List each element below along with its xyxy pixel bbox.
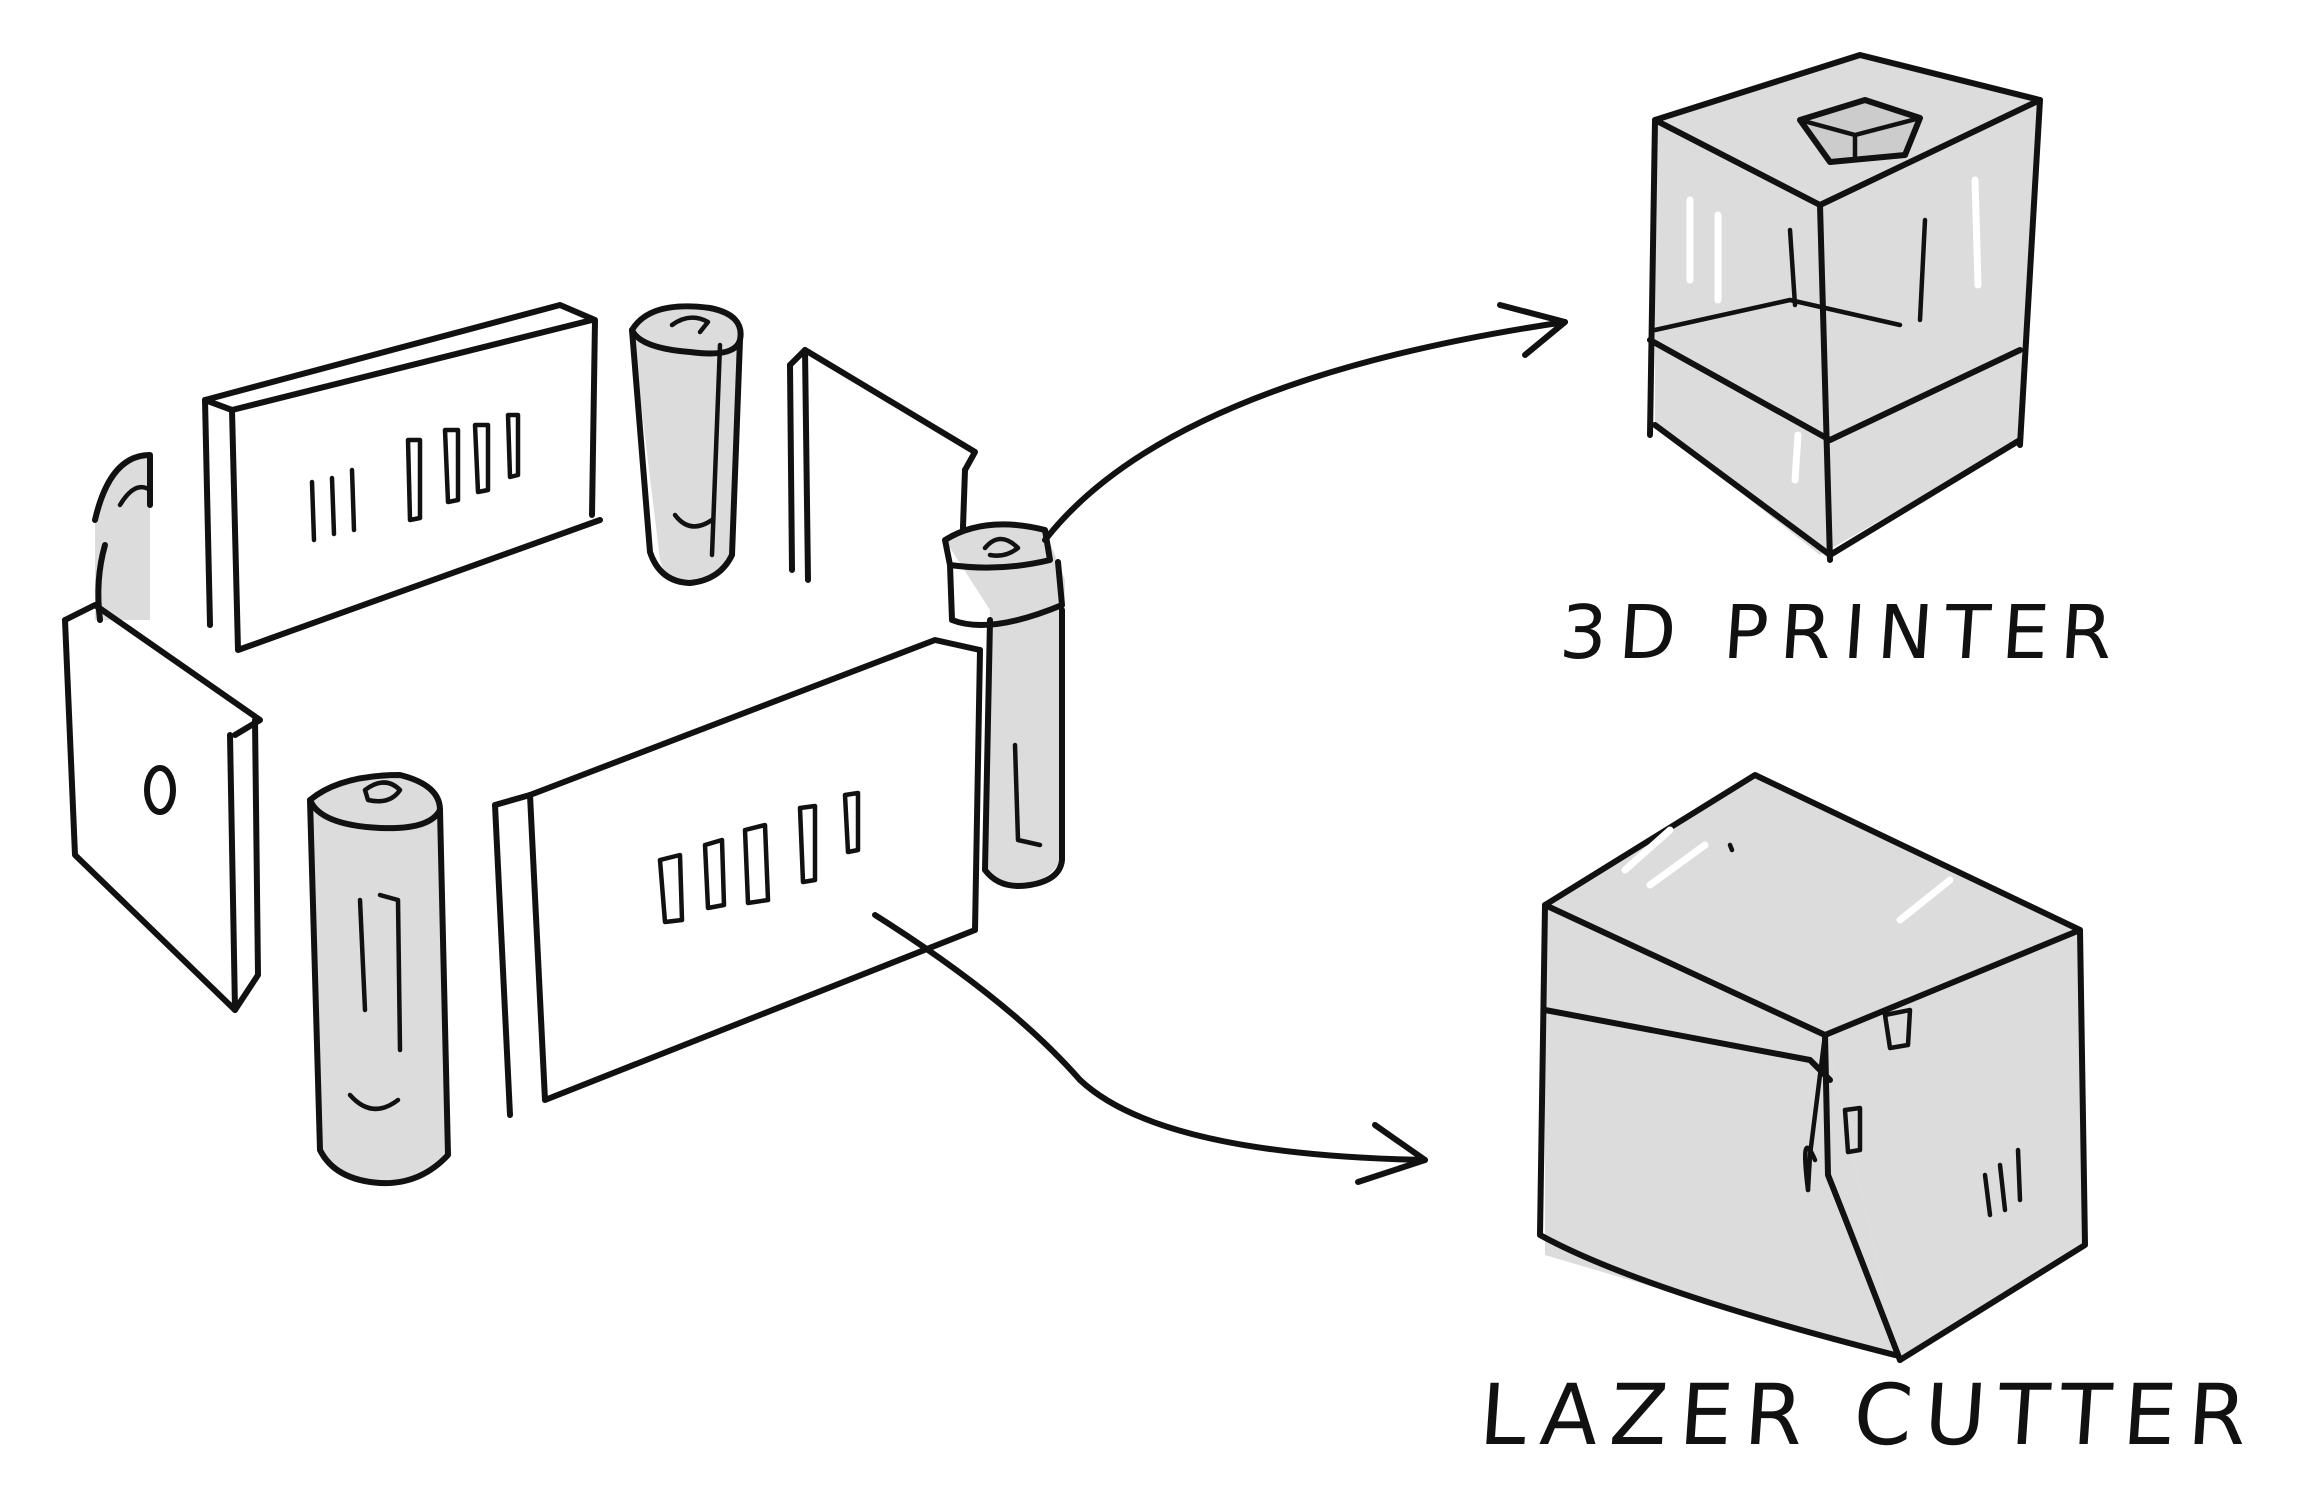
left-panel (62, 602, 263, 1013)
arrow-to-laser-cutter (872, 912, 1428, 1185)
back-panel (202, 302, 603, 653)
back-center-cylinder (629, 303, 744, 586)
front-panel (492, 637, 983, 1118)
arrow-to-printer (1042, 302, 1568, 543)
front-left-cylinder (307, 772, 451, 1187)
modular-enclosure (62, 302, 1065, 1187)
printer-drawing (1647, 52, 2043, 563)
back-left-connector (92, 452, 153, 623)
label-3d-printer: 3D PRINTER (1556, 590, 2128, 676)
front-right-cylinder (942, 521, 1065, 889)
label-lazer-cutter: LAZER CUTTER (1476, 1366, 2263, 1464)
laser-cutter-drawing (1537, 772, 2088, 1363)
